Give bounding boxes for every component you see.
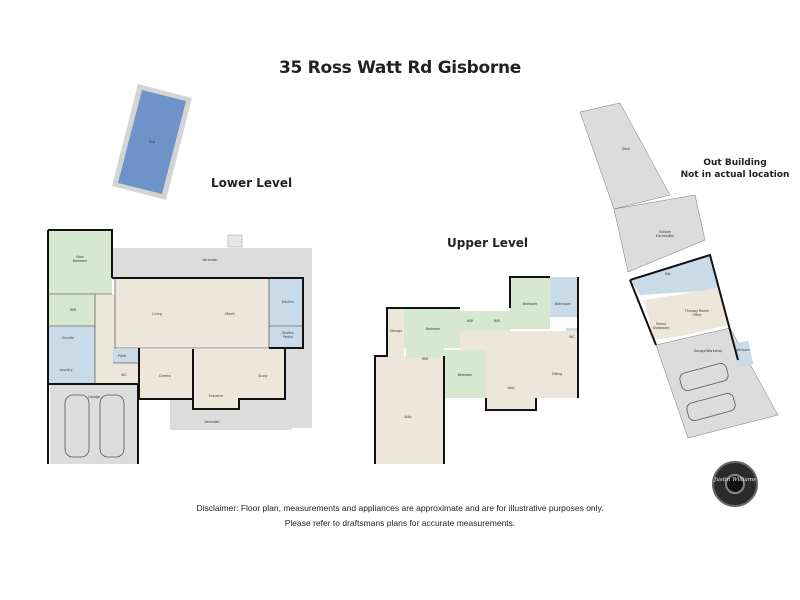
outbuilding-label-line1: Out Building (703, 158, 767, 168)
room-storage: Storage (390, 329, 403, 333)
company-logo: Justin Williams (712, 461, 758, 507)
room-verandah-bottom: Verandah (204, 420, 219, 424)
room-entrance: Entrance (209, 394, 223, 398)
room-bedroom-3: Bedroom (458, 373, 472, 377)
room-verandah-top: Verandah (202, 258, 217, 262)
room-bar: Bar (665, 272, 671, 276)
room-pwdr: Pwdr (118, 354, 127, 358)
room-laundry: Laundry (60, 368, 73, 372)
room-kitchen: Kitchen (282, 300, 294, 304)
room-attic: Attic (404, 415, 412, 419)
room-meals: Meals (225, 312, 235, 316)
room-wir-2: WIR (494, 319, 501, 323)
disclaimer-line1: Disclaimer: Floor plan, measurements and… (196, 503, 604, 513)
room-wir: WIR (70, 308, 77, 312)
room-therapy-office: Therapy Room/Office (684, 309, 710, 317)
outbuilding-label-line2: Not in actual location (680, 170, 790, 180)
room-living: Living (152, 312, 161, 316)
room-bedroom-2: Bedroom (523, 302, 537, 306)
room-bathroom: Bathroom (555, 302, 571, 306)
room-garage: Garage (88, 395, 100, 399)
room-outbuilding-bathroom: Bathroom (734, 348, 750, 352)
room-sitting: Sitting (552, 372, 562, 376)
room-wc-upper: WC (569, 335, 575, 339)
room-void: Void (508, 386, 515, 390)
room-deck: Deck (622, 147, 630, 151)
room-bedroom-1: Bedroom (426, 327, 440, 331)
room-wc: WC (121, 373, 127, 377)
disclaimer-line2: Please refer to draftsmans plans for acc… (284, 518, 516, 528)
upper-level-plan: Storage Bedroom WIR WIR Bedroom Bathroom… (374, 276, 579, 464)
room-study: Study (258, 374, 267, 378)
lower-level-label: Lower Level (211, 176, 293, 190)
room-ensuite: Ensuite (62, 336, 74, 340)
room-cinema: Cinema (159, 374, 171, 378)
upper-level-label: Upper Level (447, 236, 529, 250)
room-salon-showroom: Salon/Showroom (653, 322, 670, 330)
outbuilding-label: Out Building Not in actual location (680, 157, 790, 181)
pool: Pool (112, 84, 192, 200)
room-wir-3: WIR (422, 357, 429, 361)
logo-text: Justin Williams (714, 477, 756, 483)
room-wir-1: WIR (467, 319, 474, 323)
room-garage-workshop: Garage/Workshop (694, 349, 722, 353)
pool-label: Pool (149, 140, 156, 144)
page-title: 35 Ross Watt Rd Gisborne (278, 58, 522, 78)
camera-aperture-icon (725, 474, 745, 494)
